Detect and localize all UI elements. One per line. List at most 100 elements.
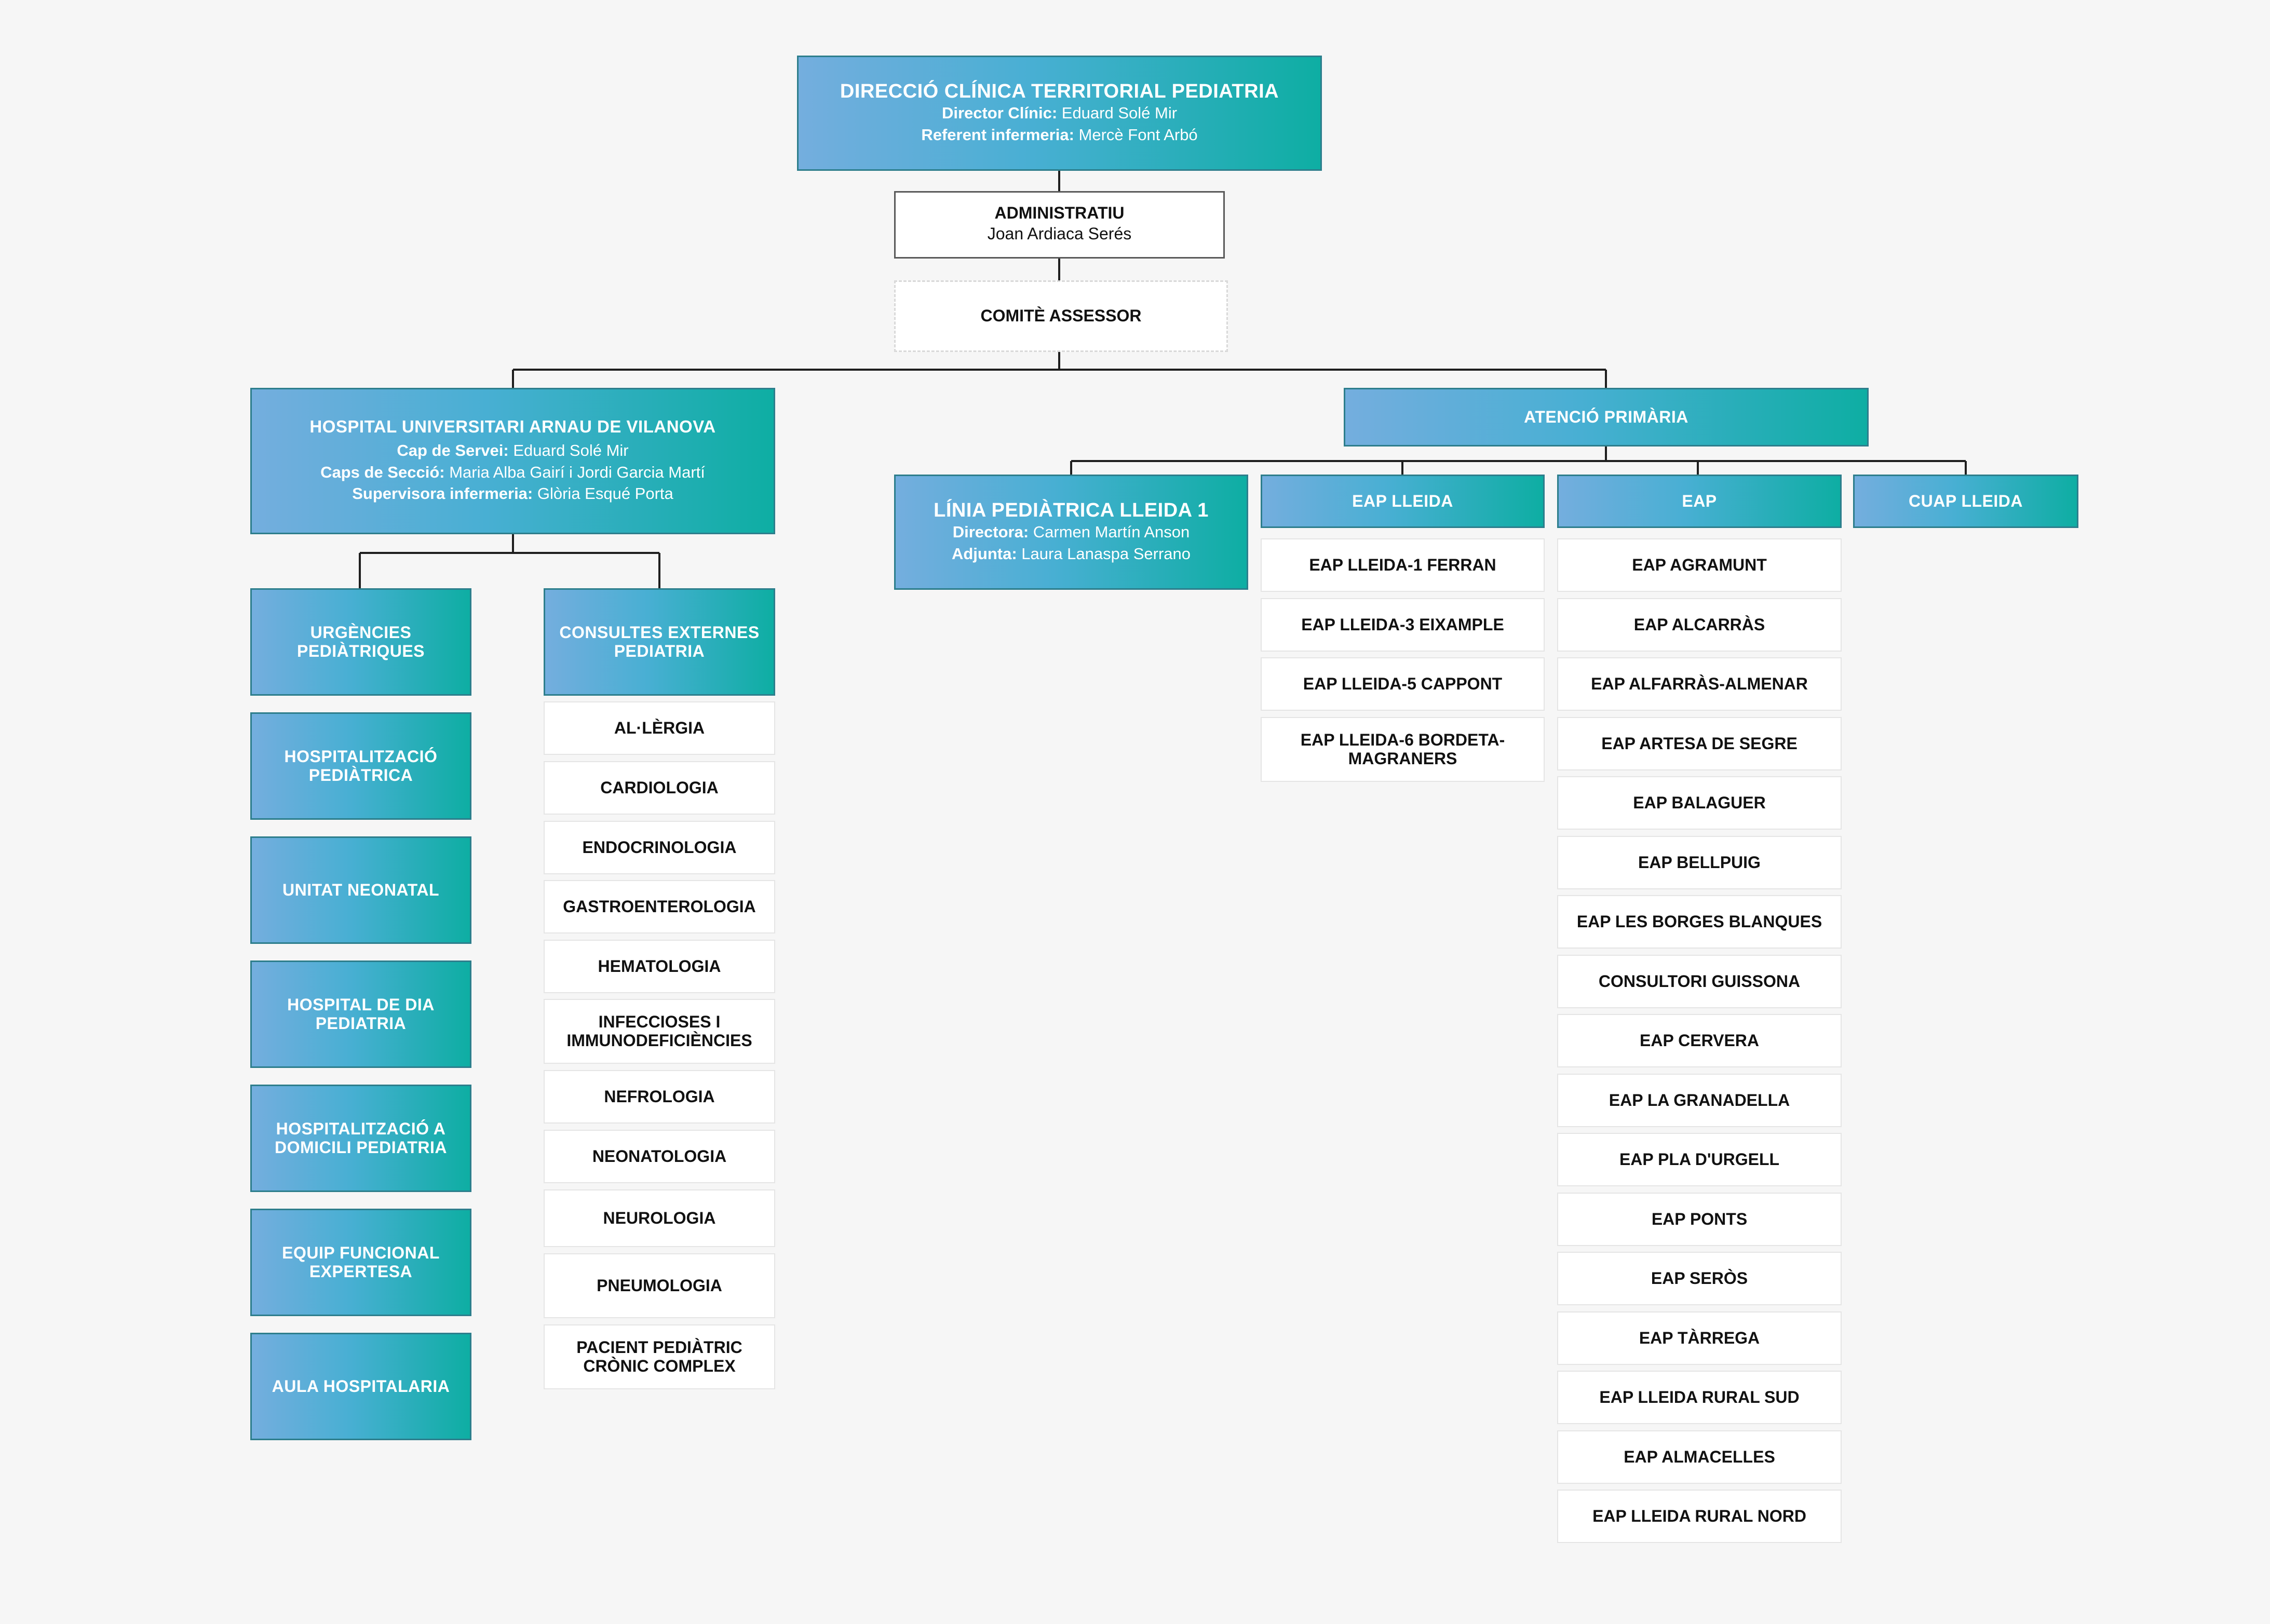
consulta-label: HEMATOLOGIA [598,956,721,976]
root-title: DIRECCIÓ CLÍNICA TERRITORIAL PEDIATRIA [840,80,1279,102]
consulta-label: PNEUMOLOGIA [597,1276,722,1295]
eap-lleida-item[interactable]: EAP LLEIDA-3 EIXAMPLE [1261,598,1545,652]
eap-lleida-label: EAP LLEIDA-6 BORDETA-MAGRANERS [1300,730,1505,768]
unit-equip-funcional[interactable]: EQUIP FUNCIONAL EXPERTESA [250,1209,471,1316]
eap-item[interactable]: EAP LLEIDA RURAL SUD [1557,1371,1842,1424]
eap-label: EAP PONTS [1651,1209,1748,1228]
unit-label: HOSPITAL DE DIA PEDIATRIA [287,995,435,1033]
eap-item[interactable]: EAP BALAGUER [1557,776,1842,830]
eap-label: EAP ARTESA DE SEGRE [1601,734,1798,753]
eap-item[interactable]: EAP BELLPUIG [1557,836,1842,889]
cuap-lleida-node[interactable]: CUAP LLEIDA [1853,475,2078,528]
consulta-label: PACIENT PEDIÀTRIC CRÒNIC COMPLEX [576,1337,742,1375]
unit-label: HOSPITALITZACIÓ A DOMICILI PEDIATRIA [275,1119,447,1157]
consulta-pneumologia[interactable]: PNEUMOLOGIA [544,1253,775,1318]
eap-lleida-label: EAP LLEIDA-5 CAPPONT [1303,674,1503,693]
eap-item[interactable]: EAP SERÒS [1557,1252,1842,1305]
consulta-cardiologia[interactable]: CARDIOLOGIA [544,761,775,815]
eap-item[interactable]: EAP LA GRANADELLA [1557,1074,1842,1127]
consulta-hematologia[interactable]: HEMATOLOGIA [544,940,775,993]
admin-title: ADMINISTRATIU [994,204,1125,223]
eap-item[interactable]: EAP LLEIDA RURAL NORD [1557,1490,1842,1543]
hospital-line-cap-servei: Cap de Servei: Eduard Solé Mir [397,441,629,459]
primaria-title: ATENCIÓ PRIMÀRIA [1524,407,1688,426]
eap-lleida-item[interactable]: EAP LLEIDA-1 FERRAN [1261,538,1545,592]
eap-label: EAP BELLPUIG [1638,852,1761,872]
consulta-label: CARDIOLOGIA [600,778,719,797]
unit-hospitalitzacio-domicili[interactable]: HOSPITALITZACIÓ A DOMICILI PEDIATRIA [250,1085,471,1192]
eap-lleida-label: EAP LLEIDA-1 FERRAN [1309,555,1496,574]
consulta-label: NEONATOLOGIA [592,1146,727,1166]
eap-item[interactable]: CONSULTORI GUISSONA [1557,955,1842,1008]
consulta-allergia[interactable]: AL·LÈRGIA [544,701,775,755]
unit-label: URGÈNCIES PEDIÀTRIQUES [296,622,425,660]
consulta-label: INFECCIOSES I IMMUNODEFICIÈNCIES [566,1012,752,1050]
hospital-line-caps-seccio: Caps de Secció: Maria Alba Gairí i Jordi… [320,463,705,481]
eap-item[interactable]: EAP ALMACELLES [1557,1430,1842,1484]
eap-label: EAP CERVERA [1640,1031,1759,1050]
consultes-externes-node[interactable]: CONSULTES EXTERNES PEDIATRIA [544,588,775,696]
root-node-direccio-clinica[interactable]: DIRECCIÓ CLÍNICA TERRITORIAL PEDIATRIA D… [797,56,1322,171]
eap-label: EAP LLEIDA RURAL SUD [1599,1387,1800,1406]
admin-node[interactable]: ADMINISTRATIU Joan Ardiaca Serés [894,191,1225,259]
eap-lleida-label: EAP LLEIDA-3 EIXAMPLE [1301,615,1504,634]
hospital-arnau-node[interactable]: HOSPITAL UNIVERSITARI ARNAU DE VILANOVA … [250,388,775,534]
eap-item[interactable]: EAP LES BORGES BLANQUES [1557,895,1842,949]
eap-item[interactable]: EAP PONTS [1557,1193,1842,1246]
eap-title: EAP [1682,491,1717,510]
comite-title: COMITÈ ASSESSOR [980,306,1142,326]
consulta-nefrologia[interactable]: NEFROLOGIA [544,1070,775,1124]
eap-item[interactable]: EAP PLA D'URGELL [1557,1133,1842,1186]
consulta-label: GASTROENTEROLOGIA [563,897,756,916]
consulta-infeccioses[interactable]: INFECCIOSES I IMMUNODEFICIÈNCIES [544,999,775,1064]
eap-label: EAP LLEIDA RURAL NORD [1592,1506,1806,1525]
root-line-director: Director Clínic: Eduard Solé Mir [941,104,1178,123]
consulta-label: AL·LÈRGIA [614,718,705,737]
linia-title: LÍNIA PEDIÀTRICA LLEIDA 1 [934,499,1209,521]
hospital-line-supervisora: Supervisora infermeria: Glòria Esqué Por… [352,484,673,503]
eap-label: EAP AGRAMUNT [1632,555,1767,574]
unit-label: EQUIP FUNCIONAL EXPERTESA [282,1243,440,1281]
consultes-title: CONSULTES EXTERNES PEDIATRIA [559,622,760,660]
eap-label: EAP ALMACELLES [1624,1447,1775,1466]
linia-pediatrica-node[interactable]: LÍNIA PEDIÀTRICA LLEIDA 1 Directora: Car… [894,475,1248,590]
unit-urgencies-pediatriques[interactable]: URGÈNCIES PEDIÀTRIQUES [250,588,471,696]
eap-label: EAP LA GRANADELLA [1609,1090,1790,1109]
eap-node[interactable]: EAP [1557,475,1842,528]
eap-item[interactable]: EAP AGRAMUNT [1557,538,1842,592]
consulta-neurologia[interactable]: NEUROLOGIA [544,1189,775,1247]
root-line-referent: Referent infermeria: Mercè Font Arbó [921,126,1198,144]
eap-lleida-item[interactable]: EAP LLEIDA-6 BORDETA-MAGRANERS [1261,717,1545,782]
eap-item[interactable]: EAP ARTESA DE SEGRE [1557,717,1842,770]
unit-hospital-de-dia[interactable]: HOSPITAL DE DIA PEDIATRIA [250,960,471,1068]
consulta-gastroenterologia[interactable]: GASTROENTEROLOGIA [544,880,775,933]
eap-label: CONSULTORI GUISSONA [1598,971,1801,991]
atencio-primaria-node[interactable]: ATENCIÓ PRIMÀRIA [1344,388,1869,446]
consulta-label: NEFROLOGIA [604,1087,715,1106]
unit-label: HOSPITALITZACIÓ PEDIÀTRICA [284,747,438,784]
eap-item[interactable]: EAP ALFARRÀS-ALMENAR [1557,657,1842,711]
linia-line-adjunta: Adjunta: Laura Lanaspa Serrano [951,545,1191,563]
eap-lleida-node[interactable]: EAP LLEIDA [1261,475,1545,528]
eap-lleida-item[interactable]: EAP LLEIDA-5 CAPPONT [1261,657,1545,711]
consulta-endocrinologia[interactable]: ENDOCRINOLOGIA [544,821,775,874]
unit-label: UNITAT NEONATAL [282,880,439,899]
eap-label: EAP ALFARRÀS-ALMENAR [1591,674,1808,693]
consulta-pacient-cronic[interactable]: PACIENT PEDIÀTRIC CRÒNIC COMPLEX [544,1324,775,1389]
eap-label: EAP PLA D'URGELL [1619,1149,1780,1169]
unit-neonatal[interactable]: UNITAT NEONATAL [250,836,471,944]
eap-label: EAP SERÒS [1651,1268,1748,1288]
cuap-title: CUAP LLEIDA [1908,491,2023,510]
unit-hospitalitzacio-pediatrica[interactable]: HOSPITALITZACIÓ PEDIÀTRICA [250,712,471,820]
eap-item[interactable]: EAP TÀRREGA [1557,1311,1842,1365]
comite-assessor-node[interactable]: COMITÈ ASSESSOR [894,280,1228,352]
eap-item[interactable]: EAP CERVERA [1557,1014,1842,1067]
eap-label: EAP LES BORGES BLANQUES [1576,912,1822,931]
consulta-neonatologia[interactable]: NEONATOLOGIA [544,1130,775,1183]
consulta-label: ENDOCRINOLOGIA [582,837,737,857]
unit-label: AULA HOSPITALARIA [272,1376,450,1396]
unit-aula-hospitalaria[interactable]: AULA HOSPITALARIA [250,1333,471,1440]
consulta-label: NEUROLOGIA [603,1208,716,1227]
eap-label: EAP BALAGUER [1633,793,1766,812]
eap-item[interactable]: EAP ALCARRÀS [1557,598,1842,652]
